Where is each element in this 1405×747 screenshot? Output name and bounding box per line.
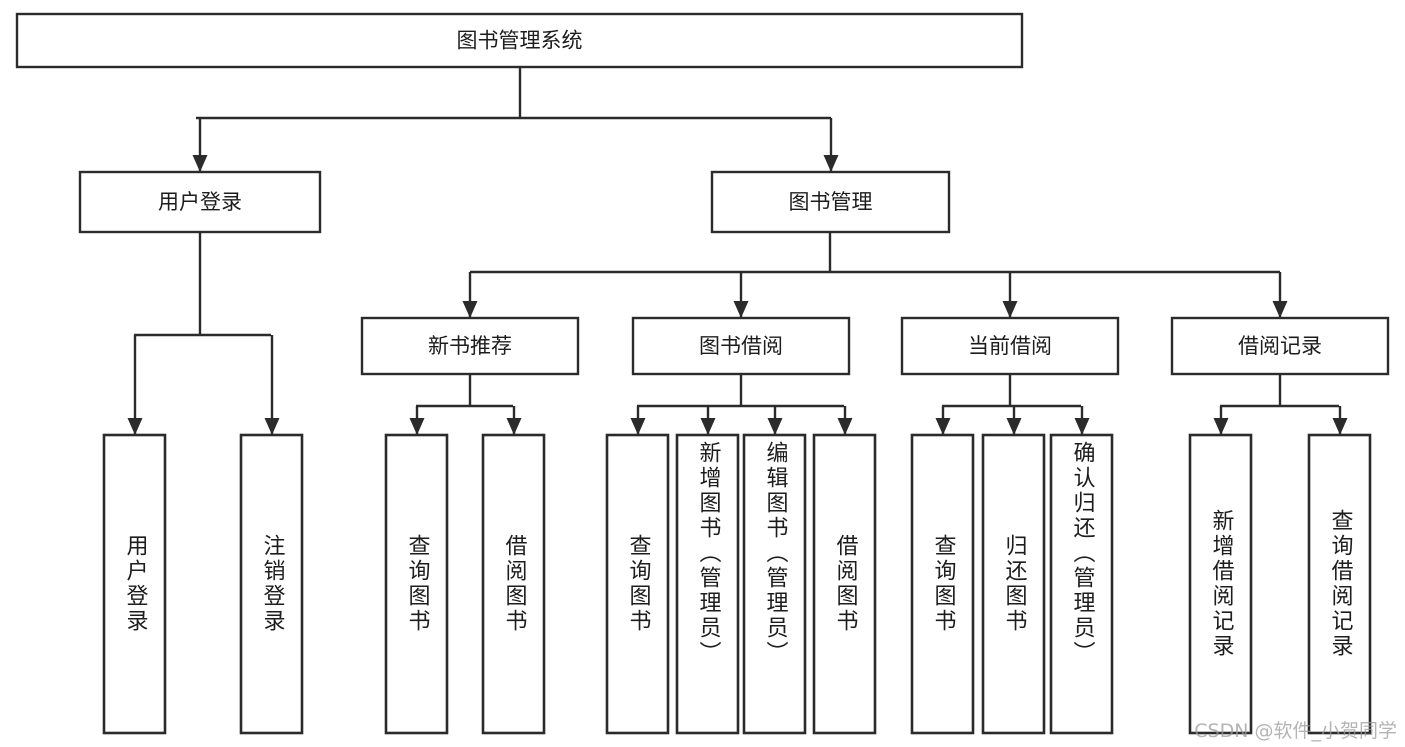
leaf-node-leaf-user-logout-box[interactable] [239,433,304,735]
arrow-head-icon [1074,418,1090,435]
level3-node-box [631,316,851,376]
node-borrow-record[interactable]: 借阅记录 [1170,316,1390,376]
node-new-book-recommend[interactable]: 新书推荐 [360,316,580,376]
leaf-node-leaf-edit-book-admin-box[interactable] [742,433,807,735]
arrow-head-icon [1332,418,1348,435]
level3-node-label: 图书借阅 [699,334,783,358]
arrow-head-icon [462,301,478,318]
arrow-head-icon [409,418,425,435]
root-node-box [15,12,1024,69]
level2-node-label: 图书管理 [789,190,873,214]
leaf-node-leaf-borrow-book-box[interactable] [812,433,877,735]
level3-node-box [1170,316,1390,376]
level2-node-box [710,170,951,234]
node-book-manage[interactable]: 图书管理 [710,170,951,234]
arrow-head-icon [264,418,280,435]
level3-node-label: 当前借阅 [968,334,1052,358]
leaf-node-leaf-user-login-box[interactable] [102,433,167,735]
arrow-head-icon [1002,301,1018,318]
arrow-head-icon [733,301,749,318]
arrow-head-icon [1272,301,1288,318]
leaf-node-leaf-borrow-book-rec-box[interactable] [481,433,546,735]
level2-node-label: 用户登录 [158,190,242,214]
level2-node-box [78,170,322,234]
arrow-head-icon [837,418,853,435]
node-current-borrow[interactable]: 当前借阅 [900,316,1120,376]
leaf-node-leaf-add-book-admin-box[interactable] [675,433,740,735]
leaf-node-leaf-query-borrow-record-box[interactable] [1307,433,1372,735]
arrow-head-icon [192,155,208,172]
arrow-head-icon [935,418,951,435]
arrow-head-icon [767,418,783,435]
leaf-node-leaf-add-borrow-record-box[interactable] [1188,433,1253,735]
node-root[interactable]: 图书管理系统 [15,12,1024,69]
level3-node-box [900,316,1120,376]
arrow-head-icon [1213,418,1229,435]
arrow-head-icon [1006,418,1022,435]
root-node-label: 图书管理系统 [457,29,583,53]
leaf-node-leaf-query-book-rec-box[interactable] [384,433,449,735]
node-book-borrow[interactable]: 图书借阅 [631,316,851,376]
level3-node-label: 新书推荐 [428,334,512,358]
leaf-node-leaf-query-book-borrow-box[interactable] [605,433,670,735]
arrow-head-icon [823,155,839,172]
leaf-node-leaf-confirm-return-admin-box[interactable] [1049,433,1114,735]
arrow-head-icon [700,418,716,435]
arrow-head-icon [506,418,522,435]
arrow-head-icon [630,418,646,435]
leaf-node-leaf-query-book-cur-box[interactable] [910,433,975,735]
node-user-login[interactable]: 用户登录 [78,170,322,234]
level3-node-box [360,316,580,376]
arrow-head-icon [127,418,143,435]
leaf-node-leaf-return-book-box[interactable] [981,433,1046,735]
level3-node-label: 借阅记录 [1238,334,1322,358]
